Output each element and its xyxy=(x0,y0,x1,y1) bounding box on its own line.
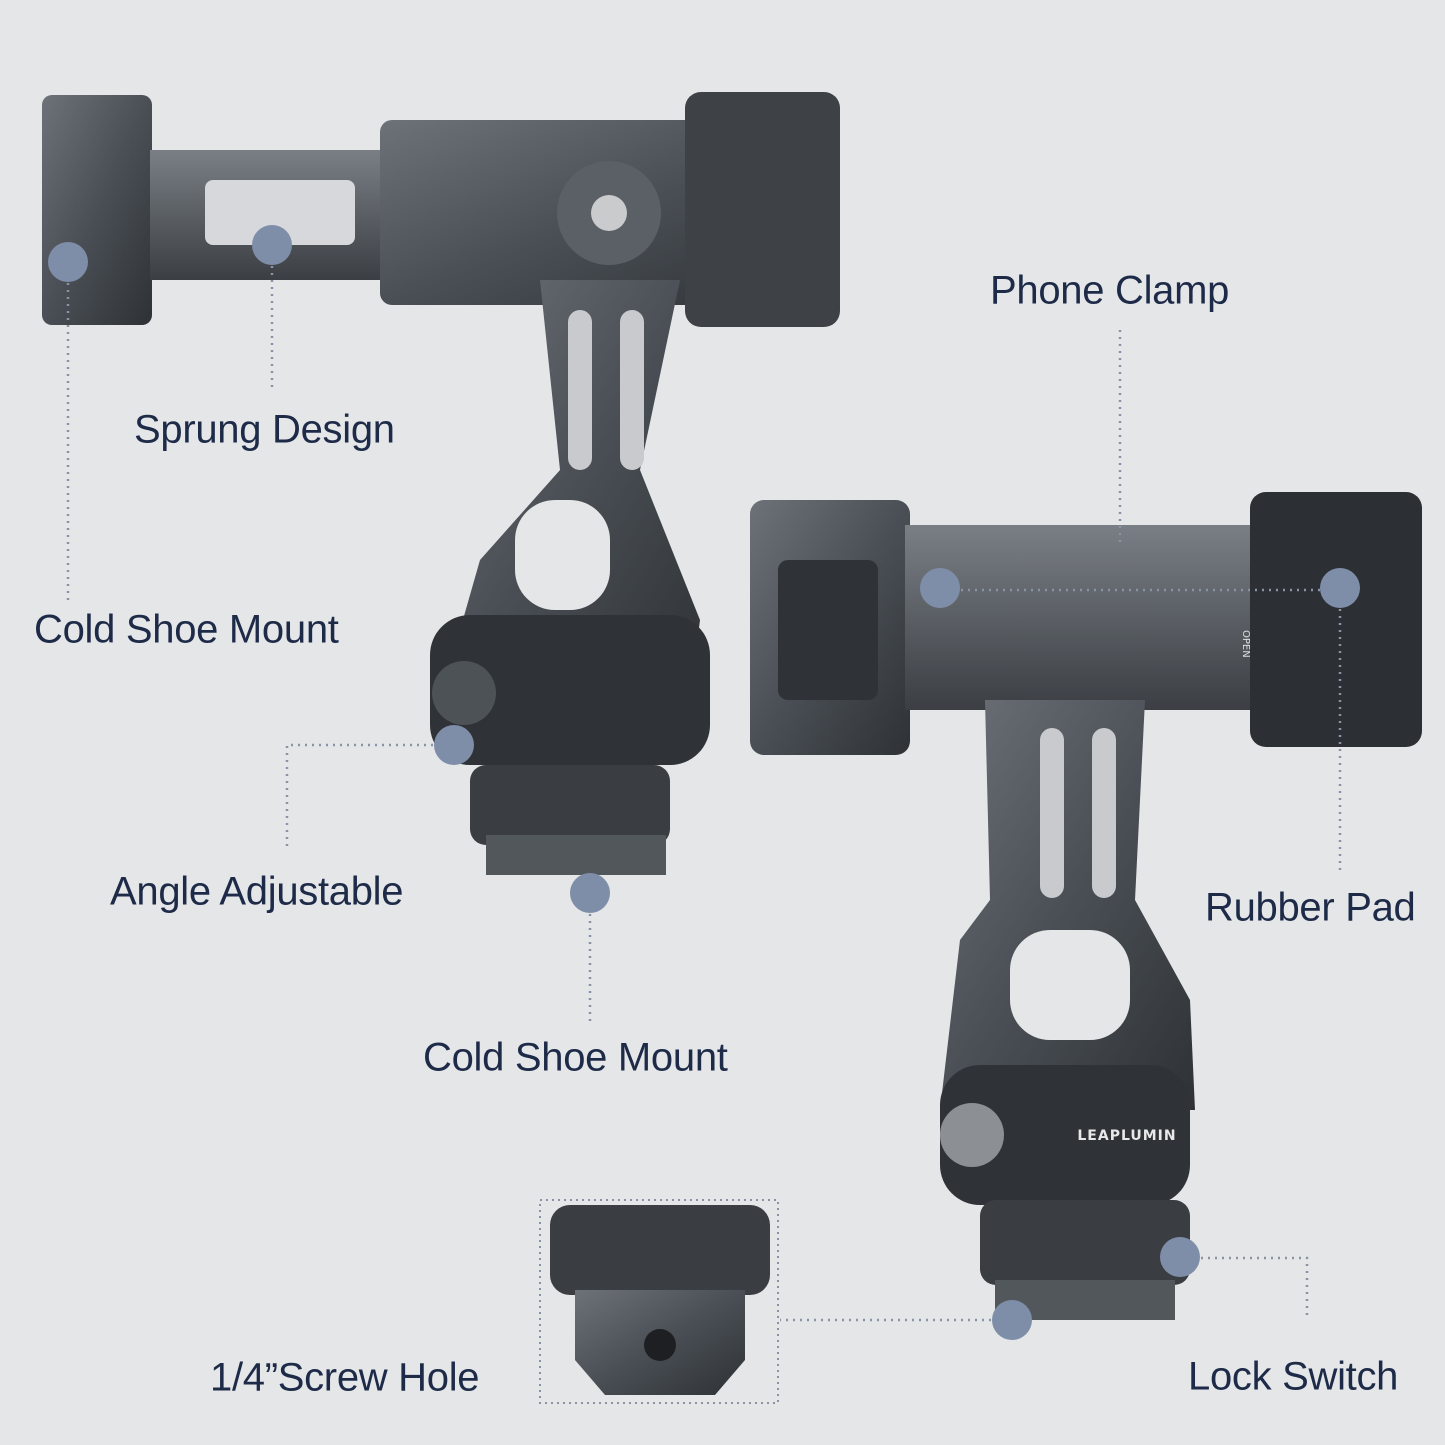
open-marking: OPEN xyxy=(1240,630,1251,658)
label-cold-shoe-mount-left: Cold Shoe Mount xyxy=(34,607,339,652)
label-screw-hole: 1/4”Screw Hole xyxy=(210,1355,480,1400)
brand-logo: LEAPLUMIN xyxy=(1077,1128,1176,1144)
callout-dots xyxy=(48,225,1360,1340)
label-sprung-design: Sprung Design xyxy=(134,407,395,452)
label-phone-clamp: Phone Clamp xyxy=(990,268,1230,313)
screw-hole-inset xyxy=(539,1199,779,1404)
label-rubber-pad: Rubber Pad xyxy=(1205,885,1416,930)
callout-lines xyxy=(66,245,1342,1322)
phone-mount-rotated xyxy=(42,92,840,875)
phone-mount-upright: LEAPLUMIN OPEN xyxy=(750,492,1422,1320)
label-cold-shoe-mount-center: Cold Shoe Mount xyxy=(423,1035,728,1080)
label-lock-switch: Lock Switch xyxy=(1188,1354,1399,1399)
label-angle-adjustable: Angle Adjustable xyxy=(110,869,404,914)
